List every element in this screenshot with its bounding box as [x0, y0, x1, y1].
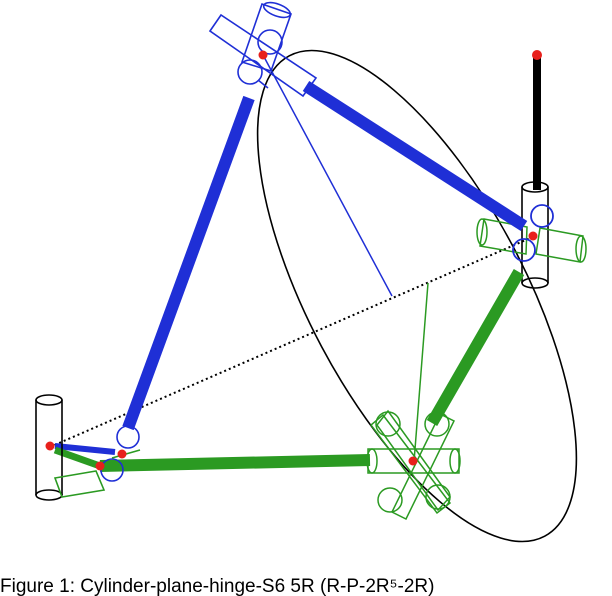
blue-bottom-link	[54, 443, 116, 455]
blue-top-right-link	[302, 80, 528, 232]
green-right-link	[426, 269, 525, 426]
lower-right-cross-joint-icon	[366, 409, 461, 521]
green-normal-line	[413, 282, 429, 463]
ellipse-curve	[256, 49, 578, 543]
green-bottom-link	[99, 454, 371, 472]
right-green-joint	[476, 218, 587, 263]
left-inner-joint-icon	[53, 425, 141, 498]
linkage-diagram	[35, 1, 587, 543]
right-cylinder-joint-icon	[521, 181, 549, 289]
blue-normal-line	[262, 54, 393, 297]
blue-left-link	[122, 95, 255, 431]
figure-caption: Figure 1: Cylinder-plane-hinge-S6 5R (R-…	[0, 578, 435, 596]
dotted-axis-line	[49, 235, 536, 448]
upper-cross-joint-icon	[208, 1, 318, 98]
joint-points	[45, 50, 538, 471]
rod-tip-point	[532, 50, 542, 60]
right-blue-joint	[512, 204, 554, 262]
